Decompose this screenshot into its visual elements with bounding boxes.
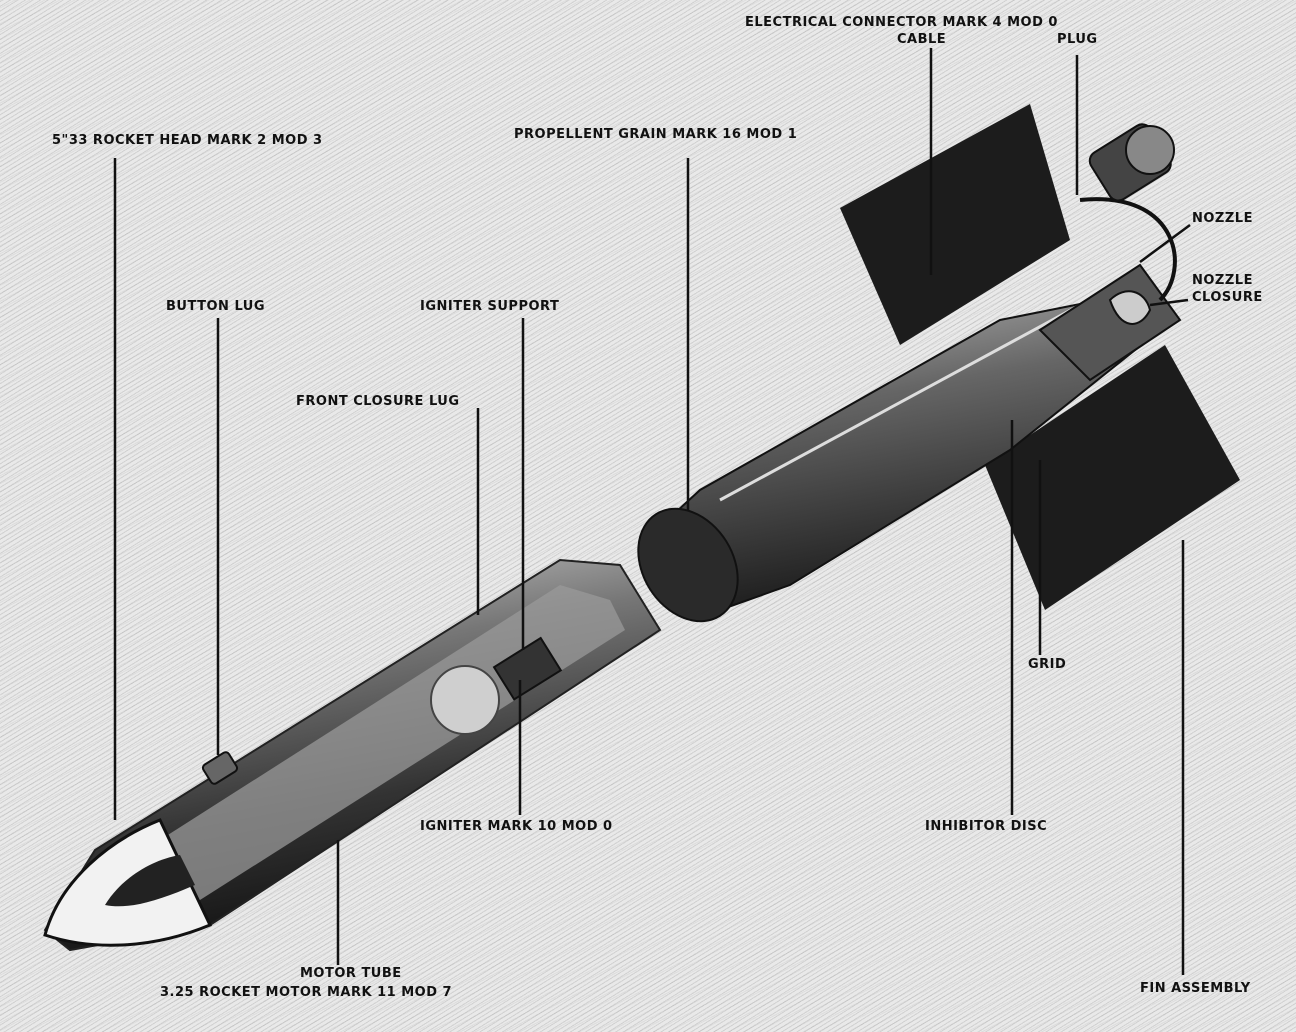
label-nozzle: NOZZLE <box>1192 211 1253 226</box>
nozzle-part <box>1038 263 1182 382</box>
label-cable: CABLE <box>897 32 947 47</box>
label-propellent-grain: PROPELLENT GRAIN MARK 16 MOD 1 <box>514 127 798 142</box>
label-rocket-motor: 3.25 ROCKET MOTOR MARK 11 MOD 7 <box>160 985 453 1000</box>
label-motor-tube: MOTOR TUBE <box>300 966 402 981</box>
button-lug <box>201 751 239 785</box>
label-igniter: IGNITER MARK 10 MOD 0 <box>420 819 613 834</box>
label-electrical-connector: ELECTRICAL CONNECTOR MARK 4 MOD 0 <box>745 15 1058 30</box>
igniter-body <box>430 665 500 735</box>
label-button-lug: BUTTON LUG <box>166 299 266 314</box>
nozzle-closure-part <box>1108 290 1152 325</box>
leader-nozzle-closure <box>1149 298 1189 307</box>
cable-loop <box>1079 197 1177 302</box>
label-nozzle-closure-line2: CLOSURE <box>1192 290 1263 305</box>
label-plug: PLUG <box>1057 32 1098 47</box>
fin-lower <box>985 345 1240 610</box>
label-front-closure-lug: FRONT CLOSURE LUG <box>296 394 460 409</box>
plug-head <box>1125 125 1175 175</box>
label-grid: GRID <box>1028 657 1067 672</box>
motor-tube-cutaway <box>100 585 625 900</box>
label-inhibitor-disc: INHIBITOR DISC <box>925 819 1048 834</box>
label-igniter-support: IGNITER SUPPORT <box>420 299 560 314</box>
label-fin-assembly: FIN ASSEMBLY <box>1140 981 1251 996</box>
rocket-head-core <box>105 855 195 907</box>
igniter-support-part <box>492 636 563 701</box>
grain-highlight <box>719 303 1081 502</box>
label-nozzle-closure-line1: NOZZLE <box>1192 273 1253 288</box>
label-rocket-head: 5"33 ROCKET HEAD MARK 2 MOD 3 <box>52 133 323 148</box>
leader-nozzle <box>1139 223 1191 264</box>
grain-end-face <box>637 507 739 623</box>
fin-upper <box>840 104 1070 345</box>
